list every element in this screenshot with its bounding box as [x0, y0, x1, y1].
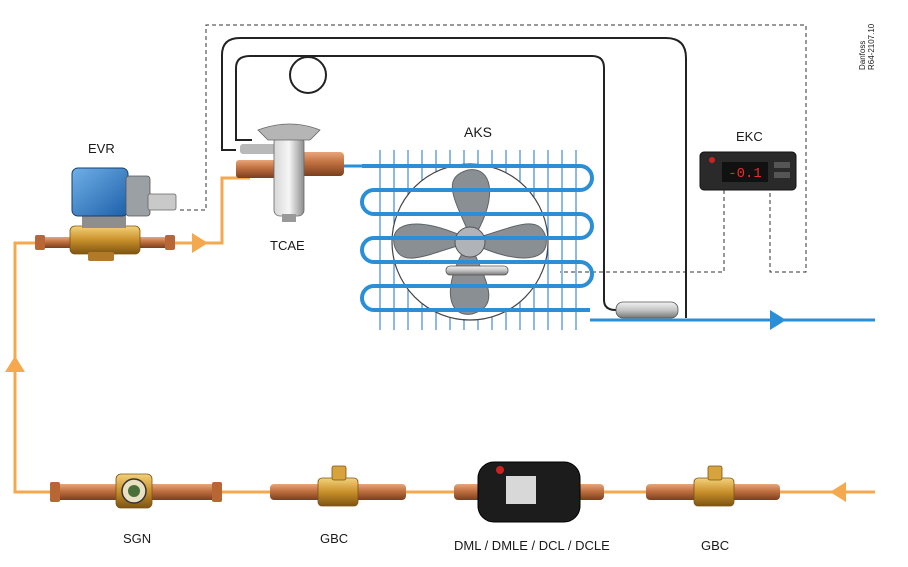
signal-cables [180, 24, 807, 273]
label-gbc-right: GBC [701, 538, 730, 553]
capillary-line [221, 37, 687, 318]
evaporator-fan [391, 163, 549, 321]
label-filter-drier: DML / DMLE / DCL / DCLE [454, 538, 610, 553]
label-aks: AKS [464, 124, 493, 140]
label-sgn: SGN [123, 531, 152, 546]
label-tcae: TCAE [270, 238, 305, 253]
ekc-controller [699, 151, 797, 191]
tcae-expansion-valve [236, 123, 344, 222]
filter-drier [454, 461, 604, 523]
aks-sensor-suction [615, 301, 679, 319]
side-brand-text: Danfoss R64-2107.10 [858, 24, 876, 70]
liquid-line-arrows [5, 233, 846, 502]
ekc-display-readout: -0.1 [728, 166, 762, 182]
label-ekc: EKC [736, 129, 763, 144]
gbc-ball-valve-left [270, 465, 406, 507]
suction-arrow [770, 310, 786, 330]
evaporator-coil [360, 164, 594, 312]
gbc-ball-valve-right [646, 465, 780, 507]
aks-sensor-coil [445, 265, 509, 276]
evr-solenoid-valve [35, 167, 177, 261]
side-brand-line-2: R64-2107.10 [867, 23, 876, 70]
side-brand-line-1: Danfoss [858, 40, 867, 70]
liquid-line [13, 176, 875, 494]
sgn-sight-glass [50, 473, 222, 509]
label-gbc-left: GBC [320, 531, 349, 546]
suction-line [342, 164, 875, 322]
label-evr: EVR [88, 141, 115, 156]
